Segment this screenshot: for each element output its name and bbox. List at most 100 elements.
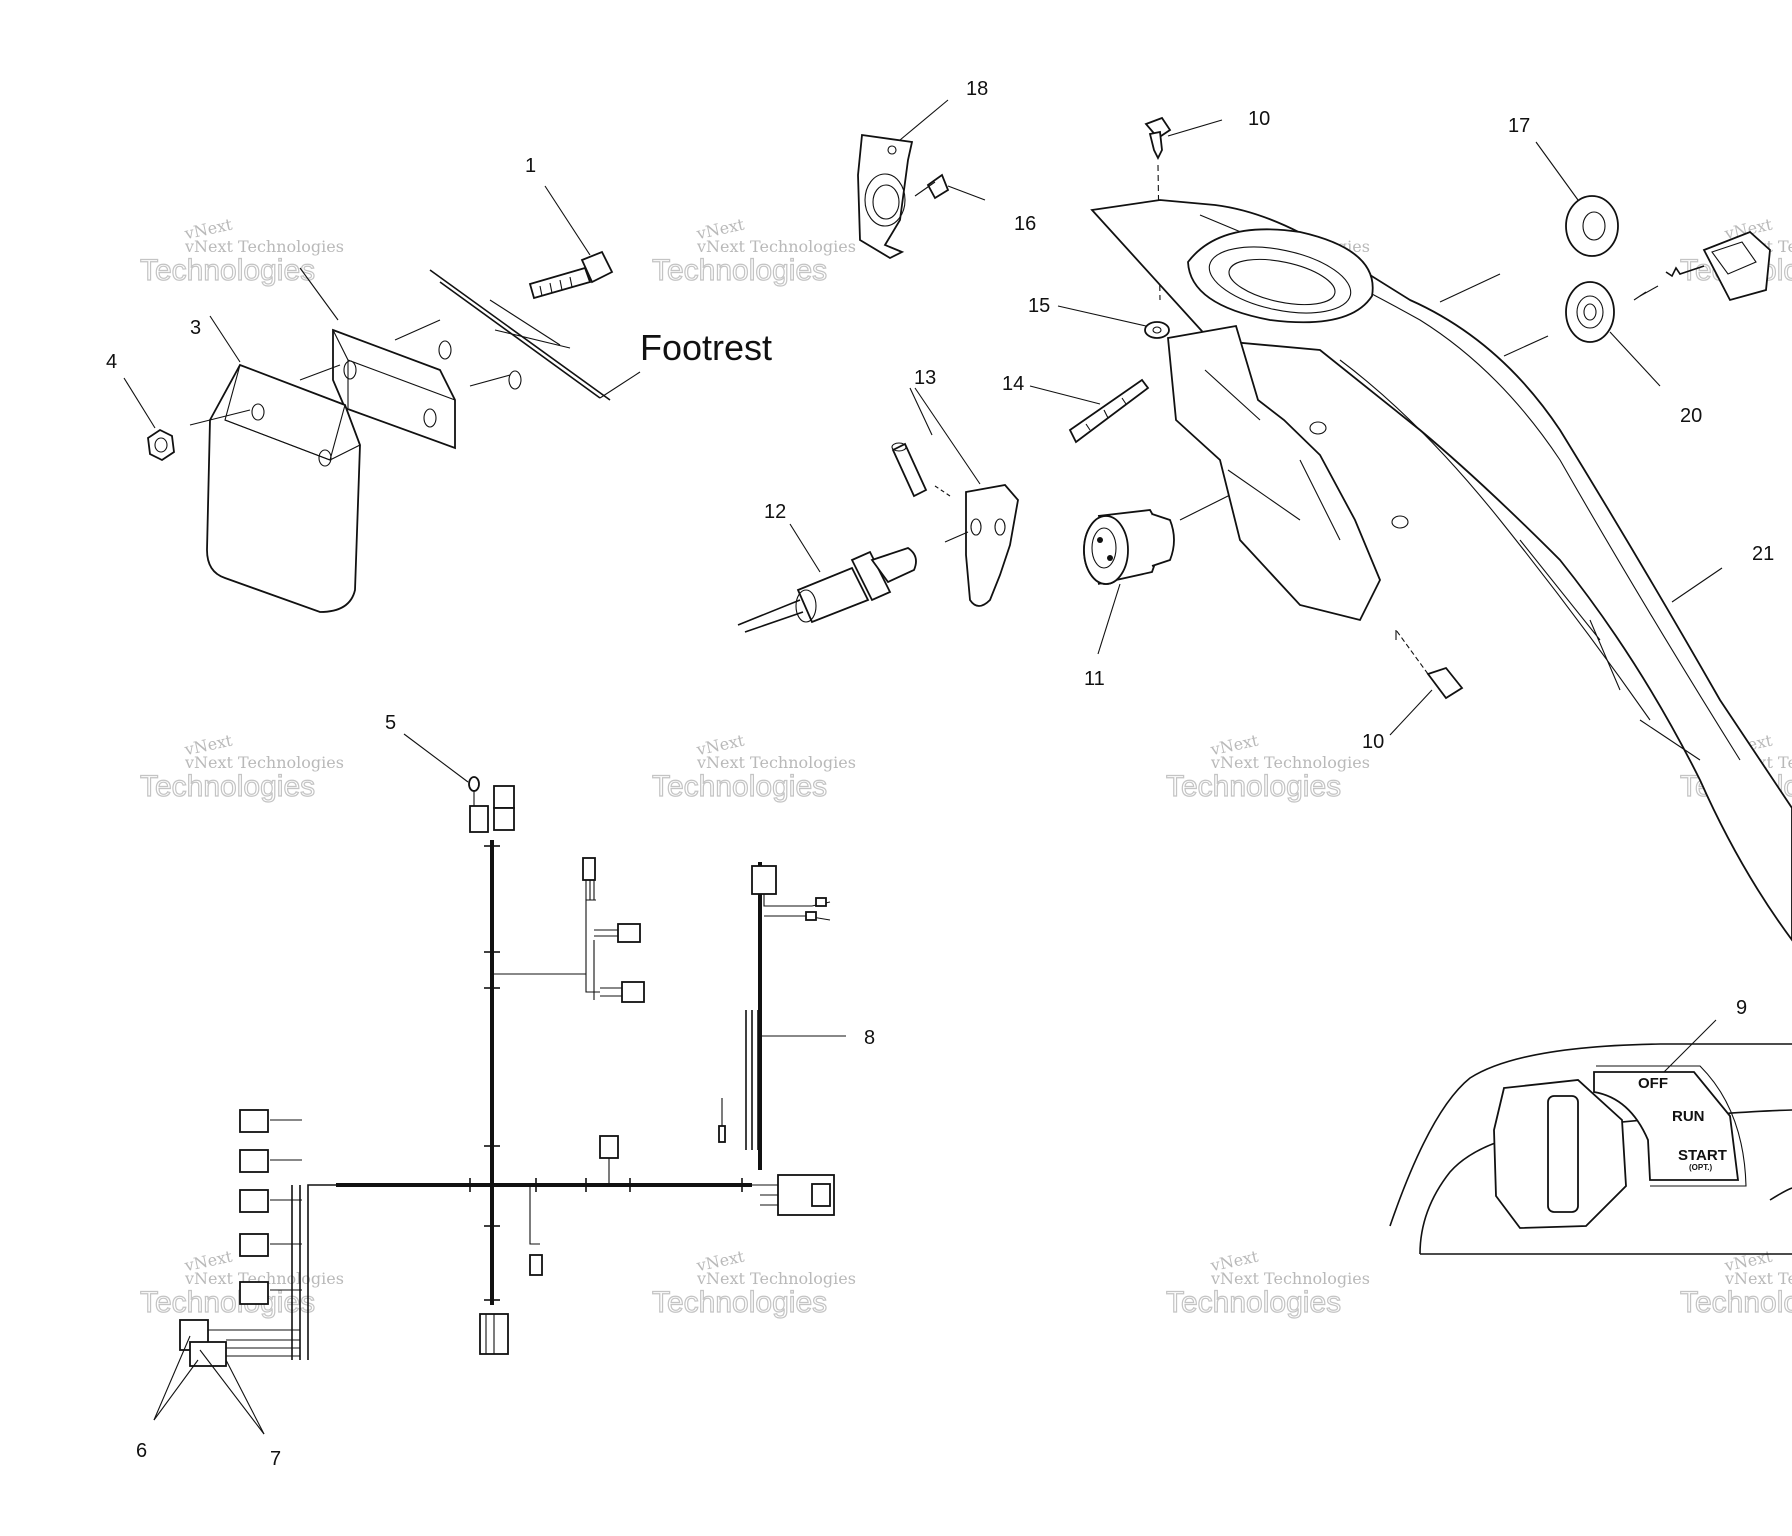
callout-21: 21 bbox=[1752, 543, 1774, 565]
svg-text:Technologies: Technologies bbox=[652, 770, 827, 803]
guide-line bbox=[1639, 285, 1659, 297]
nut-part-4 bbox=[147, 428, 175, 462]
callout-18: 17 bbox=[1508, 115, 1530, 137]
svg-text:vNext Technologies: vNext Technologies bbox=[1210, 753, 1370, 772]
console-hole bbox=[1309, 421, 1327, 435]
strip-part-14 bbox=[1068, 378, 1150, 444]
svg-text:Technologies: Technologies bbox=[140, 1286, 315, 1319]
switch-position-plate bbox=[1593, 1071, 1740, 1181]
grommet-part-18 bbox=[1565, 195, 1619, 257]
switch-position-start-note: (OPT.) bbox=[1689, 1163, 1712, 1172]
roll-pin-part-13 bbox=[891, 442, 951, 498]
ignition-panel-detail: OFF RUN START (OPT.) 9 bbox=[1389, 997, 1792, 1255]
harness-branch-right bbox=[751, 865, 835, 1216]
harness-bundle-8 bbox=[718, 1010, 759, 1150]
svg-text:vNext Technologies: vNext Technologies bbox=[696, 237, 856, 256]
callout-4: 4 bbox=[106, 351, 117, 373]
switch-position-off: OFF bbox=[1638, 1075, 1668, 1092]
leader-line bbox=[1663, 1019, 1717, 1073]
harness-branch-left bbox=[179, 1109, 336, 1367]
leader-line bbox=[123, 377, 156, 429]
leader-line bbox=[153, 1335, 191, 1421]
svg-text:Technologies: Technologies bbox=[652, 1286, 827, 1319]
svg-text:Technologies: Technologies bbox=[1166, 770, 1341, 803]
callout-6: 6 bbox=[136, 1440, 147, 1462]
watermark: Technologies vNext vNext Technologies bbox=[1679, 1246, 1792, 1319]
console-contour bbox=[1204, 369, 1341, 541]
switch-part-12 bbox=[737, 547, 917, 633]
callout-17: 18 bbox=[966, 78, 988, 100]
callout-12: 12 bbox=[764, 501, 786, 523]
callout-15: 15 bbox=[1028, 295, 1050, 317]
svg-text:vNext Technologies: vNext Technologies bbox=[184, 237, 344, 256]
footrest-edge-line bbox=[429, 269, 611, 401]
leader-line bbox=[899, 99, 949, 141]
callout-14: 14 bbox=[1002, 373, 1024, 395]
switch-parts: 18 16 13 bbox=[737, 78, 1464, 753]
washer-part-15 bbox=[1144, 321, 1170, 339]
leader-line bbox=[153, 1359, 199, 1421]
callout-10: 10 bbox=[1248, 108, 1270, 130]
key-icon bbox=[1665, 230, 1771, 302]
leader-line bbox=[1671, 567, 1723, 603]
svg-text:Technologies: Technologies bbox=[652, 254, 827, 287]
svg-text:Technologies: Technologies bbox=[1680, 1286, 1792, 1319]
callout-8: 8 bbox=[864, 1027, 875, 1049]
callout-13: 13 bbox=[914, 367, 936, 389]
svg-text:vNext Technologies: vNext Technologies bbox=[184, 1269, 344, 1288]
console-bracket bbox=[1167, 324, 1381, 622]
guide-line bbox=[1503, 335, 1549, 357]
footrest-pad bbox=[189, 363, 361, 613]
watermark: Technologies vNext vNext Technologies bbox=[651, 1246, 856, 1319]
watermark: Technologies vNext vNext Technologies bbox=[139, 1246, 344, 1319]
svg-text:Technologies: Technologies bbox=[1166, 1286, 1341, 1319]
leader-line bbox=[1029, 385, 1101, 405]
console-cup bbox=[1187, 228, 1374, 324]
spacer-block bbox=[332, 319, 522, 450]
harness-branch-lower bbox=[479, 1135, 619, 1355]
callout-3: 3 bbox=[190, 317, 201, 339]
callout-10-lower: 10 bbox=[1362, 731, 1384, 753]
leader-line bbox=[199, 1349, 265, 1435]
watermark: Technologies vNext vNext Technologies bbox=[139, 214, 344, 287]
console-cup-inner bbox=[1228, 258, 1336, 306]
callout-7: 7 bbox=[270, 1448, 281, 1470]
lever-part-13 bbox=[944, 484, 1019, 607]
console-assembly: 17 20 21 bbox=[1090, 115, 1792, 942]
leader-line bbox=[209, 315, 241, 363]
bolt-part-1 bbox=[528, 250, 614, 300]
screw-part-10-lower bbox=[1395, 629, 1464, 700]
footrest-assembly: Footrest 1 bbox=[106, 155, 772, 613]
leader-line bbox=[544, 185, 591, 256]
panel-outline bbox=[1389, 1043, 1792, 1227]
callout-20: 20 bbox=[1680, 405, 1702, 427]
svg-text:vNext Technologies: vNext Technologies bbox=[184, 753, 344, 772]
leader-line bbox=[1167, 119, 1223, 137]
leader-line bbox=[947, 185, 986, 201]
ignition-key-slot bbox=[1547, 1095, 1579, 1213]
watermark: Technologies vNext vNext Technologies bbox=[651, 214, 856, 287]
watermark: Technologies vNext vNext Technologies bbox=[1165, 1246, 1370, 1319]
callout-11: 11 bbox=[1084, 668, 1105, 690]
footrest-mark bbox=[489, 299, 561, 346]
harness-branch-middle bbox=[492, 857, 645, 1003]
leader-line bbox=[914, 387, 981, 485]
ignition-switch-part-11 bbox=[1083, 493, 1233, 585]
leader-line bbox=[1609, 331, 1661, 387]
switch-position-plate-rim bbox=[1596, 1065, 1747, 1187]
leader-line bbox=[403, 733, 469, 783]
leader-line bbox=[789, 523, 821, 573]
grommet-part-20 bbox=[1565, 281, 1615, 343]
footrest-mark bbox=[494, 329, 571, 349]
svg-text:vNext Technologies: vNext Technologies bbox=[1724, 1269, 1792, 1288]
callout-5: 5 bbox=[385, 712, 396, 734]
callout-9: 9 bbox=[1736, 997, 1747, 1019]
svg-text:Technologies: Technologies bbox=[140, 254, 315, 287]
svg-text:vNext Technologies: vNext Technologies bbox=[696, 1269, 856, 1288]
footrest-edge-line bbox=[439, 281, 601, 399]
footrest-label: Footrest bbox=[640, 327, 772, 368]
console-contour bbox=[1519, 539, 1701, 761]
watermark: Technologies vNext vNext Technologies bbox=[651, 730, 856, 803]
watermark: Technologies vNext vNext Technologies bbox=[139, 730, 344, 803]
